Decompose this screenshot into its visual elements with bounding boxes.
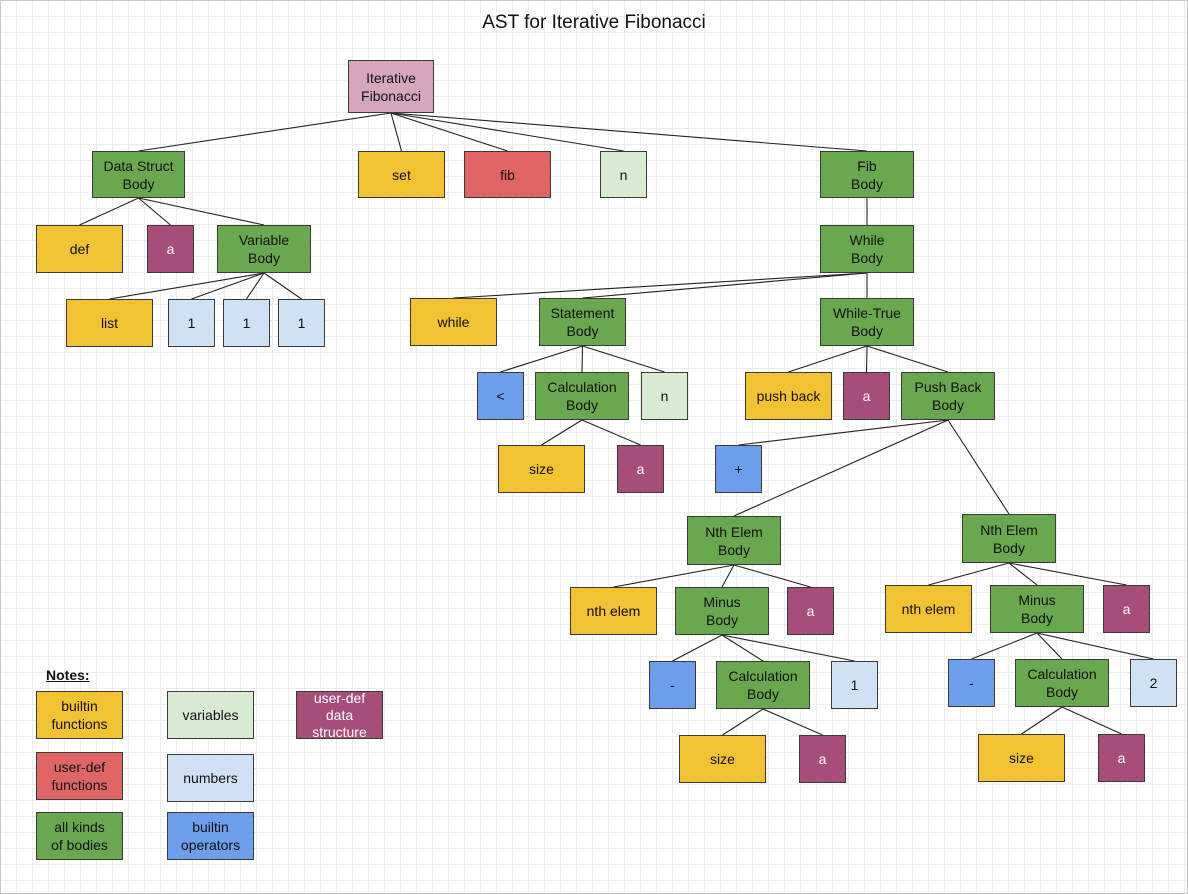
- node-stmt-body[interactable]: Statement Body: [539, 298, 626, 346]
- node-ds-body[interactable]: Data Struct Body: [92, 151, 185, 198]
- node-plus[interactable]: +: [715, 445, 762, 493]
- node-nth-elem2[interactable]: nth elem: [885, 585, 972, 633]
- legend-data-struct: user-def data structure: [296, 691, 383, 739]
- edge-pb_body-plus: [738, 419, 949, 446]
- edge-wt_body-push_back: [788, 345, 868, 373]
- node-a-nth2[interactable]: a: [1103, 585, 1150, 633]
- edge-calc1-size1: [541, 419, 583, 446]
- node-wt-body[interactable]: While-True Body: [820, 298, 914, 346]
- edge-var_body-one2: [246, 272, 265, 300]
- legend-variable: variables: [167, 691, 254, 739]
- node-calc3[interactable]: Calculation Body: [1015, 659, 1109, 707]
- edge-while_body-while: [453, 272, 868, 299]
- node-fib-body[interactable]: Fib Body: [820, 151, 914, 198]
- node-n-stmt[interactable]: n: [641, 372, 688, 420]
- node-a-ds[interactable]: a: [147, 225, 194, 273]
- node-a-wt[interactable]: a: [843, 372, 890, 420]
- edge-calc1-a_calc1: [581, 419, 641, 446]
- edge-ds_body-a_ds: [138, 197, 171, 226]
- legend-operator: builtin operators: [167, 812, 254, 860]
- legend-user-fn: user-def functions: [36, 752, 123, 800]
- legend-builtin-fn: builtin functions: [36, 691, 123, 739]
- edge-calc3-size3: [1021, 706, 1063, 735]
- edge-minus2-num2: [1036, 632, 1154, 660]
- edge-nth2-a_nth2: [1008, 562, 1127, 586]
- node-a-nth1[interactable]: a: [787, 587, 834, 635]
- edge-var_body-one3: [263, 272, 302, 300]
- node-lt[interactable]: <: [477, 372, 524, 420]
- node-set[interactable]: set: [358, 151, 445, 198]
- notes-title: Notes:: [46, 667, 90, 683]
- edge-wt_body-a_wt: [865, 345, 868, 373]
- edge-minus1-sub1: [672, 634, 723, 662]
- node-root[interactable]: Iterative Fibonacci: [348, 60, 434, 113]
- edge-root-n_top: [390, 112, 624, 152]
- edge-nth2-nth_elem2: [928, 562, 1010, 586]
- edge-minus1-calc2: [721, 634, 764, 662]
- edge-calc3-a_calc3: [1061, 706, 1122, 735]
- edge-stmt_body-calc1: [581, 345, 584, 373]
- node-size3[interactable]: size: [978, 734, 1065, 782]
- edge-calc2-size2: [722, 708, 764, 736]
- node-pb-body[interactable]: Push Back Body: [901, 372, 995, 420]
- node-sub2[interactable]: -: [948, 659, 995, 707]
- node-while-body[interactable]: While Body: [820, 225, 914, 273]
- node-nth2[interactable]: Nth Elem Body: [962, 514, 1056, 563]
- edge-pb_body-nth2: [947, 419, 1010, 515]
- node-sub1[interactable]: -: [649, 661, 696, 709]
- edge-pb_body-nth1: [733, 419, 949, 517]
- node-one3[interactable]: 1: [278, 299, 325, 347]
- edge-root-set: [390, 112, 403, 152]
- node-calc2[interactable]: Calculation Body: [716, 661, 810, 709]
- node-while[interactable]: while: [410, 298, 497, 346]
- node-var-body[interactable]: Variable Body: [217, 225, 311, 273]
- edge-nth1-a_nth1: [733, 564, 811, 588]
- edge-minus2-calc3: [1036, 632, 1063, 660]
- edge-stmt_body-lt: [500, 345, 583, 373]
- edge-while_body-stmt_body: [582, 272, 868, 299]
- node-minus1[interactable]: Minus Body: [675, 587, 769, 635]
- edge-root-ds_body: [138, 112, 392, 152]
- node-calc1[interactable]: Calculation Body: [535, 372, 629, 420]
- legend-number: numbers: [167, 754, 254, 802]
- edge-nth1-nth_elem1: [613, 564, 735, 588]
- edge-nth1-minus1: [721, 564, 735, 588]
- node-size2[interactable]: size: [679, 735, 766, 783]
- legend-body: all kinds of bodies: [36, 812, 123, 860]
- node-a-calc3[interactable]: a: [1098, 734, 1145, 782]
- edge-ds_body-def: [79, 197, 139, 226]
- edge-stmt_body-n_stmt: [582, 345, 665, 373]
- node-list[interactable]: list: [66, 299, 153, 347]
- node-push-back[interactable]: push back: [745, 372, 832, 420]
- node-nth-elem1[interactable]: nth elem: [570, 587, 657, 635]
- node-a-calc1[interactable]: a: [617, 445, 664, 493]
- node-def[interactable]: def: [36, 225, 123, 273]
- node-a-calc2[interactable]: a: [799, 735, 846, 783]
- edge-calc2-a_calc2: [762, 708, 823, 736]
- node-one2[interactable]: 1: [223, 299, 270, 347]
- node-minus2[interactable]: Minus Body: [990, 585, 1084, 633]
- node-size1[interactable]: size: [498, 445, 585, 493]
- edge-ds_body-var_body: [138, 197, 265, 226]
- edge-root-fib_body: [390, 112, 868, 152]
- edge-wt_body-pb_body: [866, 345, 949, 373]
- edge-minus1-num1: [721, 634, 855, 662]
- edge-nth2-minus2: [1008, 562, 1038, 586]
- node-one1[interactable]: 1: [168, 299, 215, 347]
- edge-root-fib: [390, 112, 508, 152]
- edge-var_body-list: [109, 272, 265, 300]
- node-num2[interactable]: 2: [1130, 659, 1177, 707]
- edge-minus2-sub2: [971, 632, 1038, 660]
- node-fib[interactable]: fib: [464, 151, 551, 198]
- edge-var_body-one1: [191, 272, 265, 300]
- diagram-title: AST for Iterative Fibonacci: [482, 12, 706, 33]
- node-n-top[interactable]: n: [600, 151, 647, 198]
- node-num1[interactable]: 1: [831, 661, 878, 709]
- node-nth1[interactable]: Nth Elem Body: [687, 516, 781, 565]
